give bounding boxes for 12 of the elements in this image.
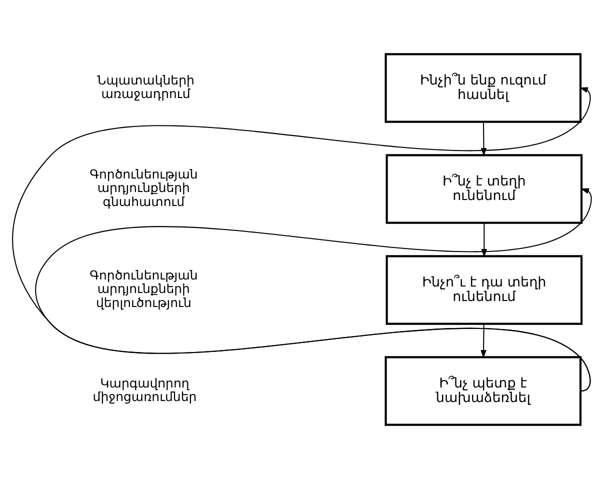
arrow — [12, 86, 591, 391]
label: Կարգավորող միջոցառումներ — [92, 374, 197, 404]
node-box: Ի՞նչ պետք է նախաձեռնել — [384, 356, 582, 426]
arrow — [35, 188, 592, 391]
node-box: Ինչո՞ւ է դա տեղի ունենում — [386, 254, 583, 324]
node-box: Ի՞նչ է տեղի ունենում — [386, 154, 583, 224]
arrow — [481, 222, 488, 257]
label: Նպատակների առաջադրում — [97, 72, 194, 100]
label: Գործունեության արդյունքների գնահատում — [90, 166, 198, 208]
label: Գործունեության արդյունքների վերլուծություն — [90, 267, 198, 310]
arrow — [480, 323, 486, 358]
node-box: Ինչի՞ն ենք ուզում հասնել — [384, 52, 582, 122]
